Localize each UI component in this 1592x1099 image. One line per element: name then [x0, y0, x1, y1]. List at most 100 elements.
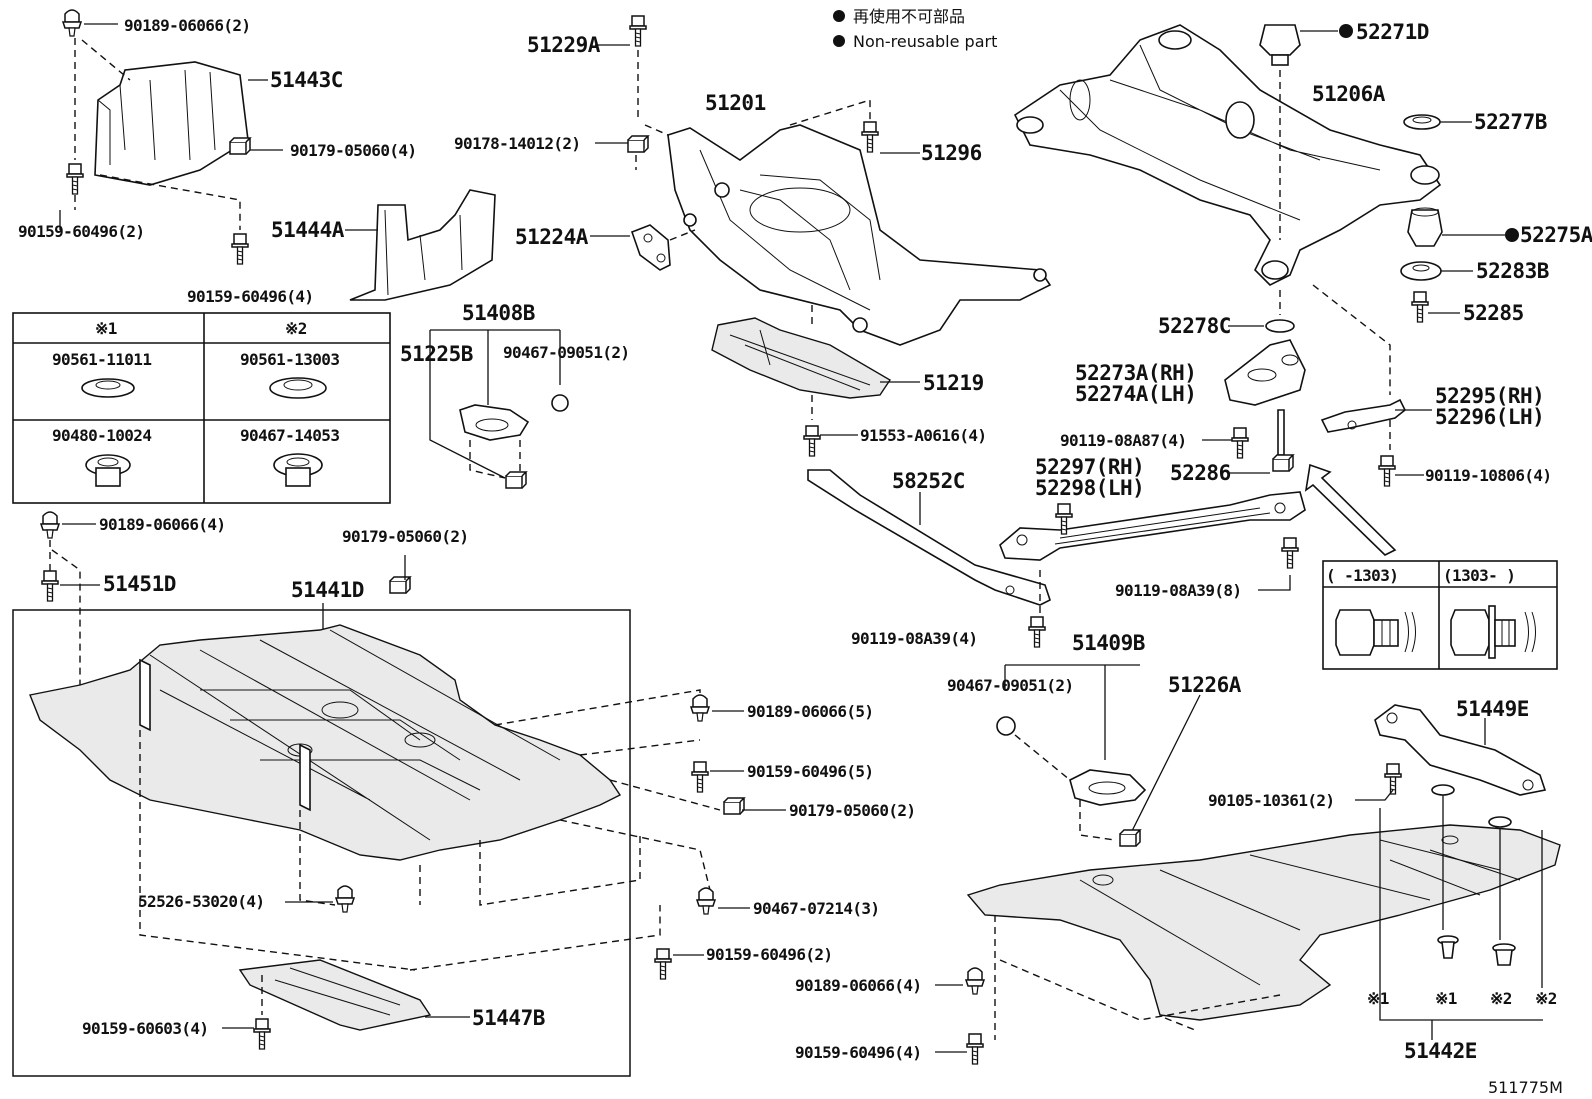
- label-90179-05060: 90179-05060(4): [290, 141, 416, 160]
- bolt-52286: [1272, 409, 1294, 472]
- bolt-icon: [1384, 763, 1402, 795]
- label-51441d: 51441D: [291, 578, 364, 602]
- label-90159-60496: 90159-60496(4): [795, 1043, 921, 1062]
- table-cell: 90480-10024: [52, 426, 151, 445]
- label-90189-06066: 90189-06066(4): [99, 515, 225, 534]
- label-51447b: 51447B: [472, 1006, 545, 1030]
- table-cell: 90561-13003: [240, 350, 339, 369]
- label-90189-06066: 90189-06066(2): [124, 16, 250, 35]
- label-90159-60603: 90159-60603(4): [82, 1019, 208, 1038]
- non-reusable-marker-icon: [833, 10, 845, 22]
- table-cell: 90467-14053: [240, 426, 339, 445]
- label-90119-08a87: 90119-08A87(4): [1060, 431, 1186, 450]
- label-90159-60496: 90159-60496(2): [706, 945, 832, 964]
- non-reusable-marker-icon: [1339, 24, 1353, 38]
- bolt-icon: [654, 948, 672, 980]
- ref-mark-1: ※1: [1367, 989, 1389, 1008]
- label-90179-05060: 90179-05060(2): [342, 527, 468, 546]
- label-51229a: 51229A: [527, 33, 601, 57]
- label-52286: 52286: [1170, 461, 1231, 485]
- label-90105-10361: 90105-10361(2): [1208, 791, 1334, 810]
- bolt-icon: [1281, 537, 1299, 569]
- part-52273a-bracket: [1224, 339, 1306, 406]
- bolt-icon: [66, 163, 84, 195]
- label-52273a-rh: 52273A(RH): [1075, 361, 1196, 385]
- non-reusable-marker-icon: [833, 35, 845, 47]
- label-51449e: 51449E: [1456, 697, 1529, 721]
- table-cell: 90561-11011: [52, 350, 151, 369]
- label-52271d: 52271D: [1356, 20, 1429, 44]
- grommet-icon: [1492, 943, 1516, 966]
- table-header-1: ※1: [95, 319, 117, 338]
- assembly-51441d-frame: [12, 609, 631, 1077]
- label-52296-lh: 52296(LH): [1435, 405, 1544, 429]
- bolt-icon: [41, 570, 59, 602]
- clip-icon: [690, 694, 710, 722]
- nut-icon: [505, 471, 527, 489]
- part-51201-cradle: [644, 99, 1052, 346]
- label-90159-60496: 90159-60496(5): [747, 762, 873, 781]
- part-52278c-washer: [1265, 319, 1295, 333]
- bolt-icon: [861, 121, 879, 153]
- part-51441d-undercover: [29, 624, 622, 861]
- part-51409b-bracket: [1014, 734, 1147, 841]
- label-90467-07214: 90467-07214(3): [753, 899, 879, 918]
- label-91553-a0616: 91553-A0616(4): [860, 426, 986, 445]
- label-90178-14012: 90178-14012(2): [454, 134, 580, 153]
- clip-icon: [40, 511, 60, 539]
- ref-mark-1: ※1: [1435, 989, 1457, 1008]
- label-90159-60496: 90159-60496(4): [187, 287, 313, 306]
- label-52295-rh: 52295(RH): [1435, 384, 1544, 408]
- part-51408b-bracket: [459, 394, 569, 479]
- label-52298-lh: 52298(LH): [1035, 476, 1144, 500]
- part-51444a-shield: [349, 189, 496, 301]
- clip-icon: [996, 716, 1016, 736]
- legend-en: Non-reusable part: [853, 32, 997, 51]
- nut-icon: [627, 135, 649, 153]
- label-90467-09051: 90467-09051(2): [947, 676, 1073, 695]
- ref-mark-2: ※2: [1490, 989, 1512, 1008]
- nut-icon: [229, 137, 251, 155]
- label-90119-10806: 90119-10806(4): [1425, 466, 1551, 485]
- figure-id: 511775M: [1488, 1078, 1563, 1097]
- clip-icon: [965, 967, 985, 995]
- label-52274a-lh: 52274A(LH): [1075, 382, 1196, 406]
- label-51219: 51219: [923, 371, 984, 395]
- non-reusable-marker-icon: [1505, 228, 1519, 242]
- label-51443c: 51443C: [270, 68, 343, 92]
- bolt-icon: [803, 425, 821, 457]
- ref-mark-2: ※2: [1535, 989, 1557, 1008]
- part-51219-plate: [711, 317, 891, 399]
- grommet-icon: [1437, 935, 1459, 959]
- label-90189-06066: 90189-06066(5): [747, 702, 873, 721]
- part-51443c-shield: [94, 61, 249, 186]
- part-51449e-bracket: [1374, 704, 1547, 796]
- label-90119-08a39: 90119-08A39(8): [1115, 581, 1241, 600]
- label-51409b: 51409B: [1072, 631, 1145, 655]
- detail-arrow-icon: [1304, 463, 1397, 556]
- version-col-2: (1303- ): [1443, 566, 1515, 585]
- part-52277b-ring: [1403, 114, 1441, 130]
- part-52295-arm: [1320, 398, 1407, 433]
- label-52275a: 52275A: [1520, 223, 1592, 247]
- label-51442e: 51442E: [1404, 1039, 1477, 1063]
- part-52283b-washer: [1400, 261, 1442, 281]
- label-51444a: 51444A: [271, 218, 345, 242]
- grommet-icon: [1431, 784, 1455, 796]
- clip-icon: [335, 885, 355, 913]
- version-table: [1322, 560, 1558, 670]
- clip-icon: [62, 9, 82, 37]
- legend-jp: 再使用不可部品: [853, 7, 965, 26]
- nut-icon: [1119, 829, 1141, 847]
- table-header-2: ※2: [285, 319, 307, 338]
- label-51296: 51296: [921, 141, 982, 165]
- label-58252c: 58252C: [892, 469, 965, 493]
- part-51447b-cover: [238, 959, 432, 1031]
- bolt-icon: [966, 1033, 984, 1065]
- label-52278c: 52278C: [1158, 314, 1231, 338]
- bolt-icon: [231, 233, 249, 265]
- label-51226a: 51226A: [1168, 673, 1242, 697]
- bolt-icon: [1378, 455, 1396, 487]
- label-90159-60496: 90159-60496(2): [18, 222, 144, 241]
